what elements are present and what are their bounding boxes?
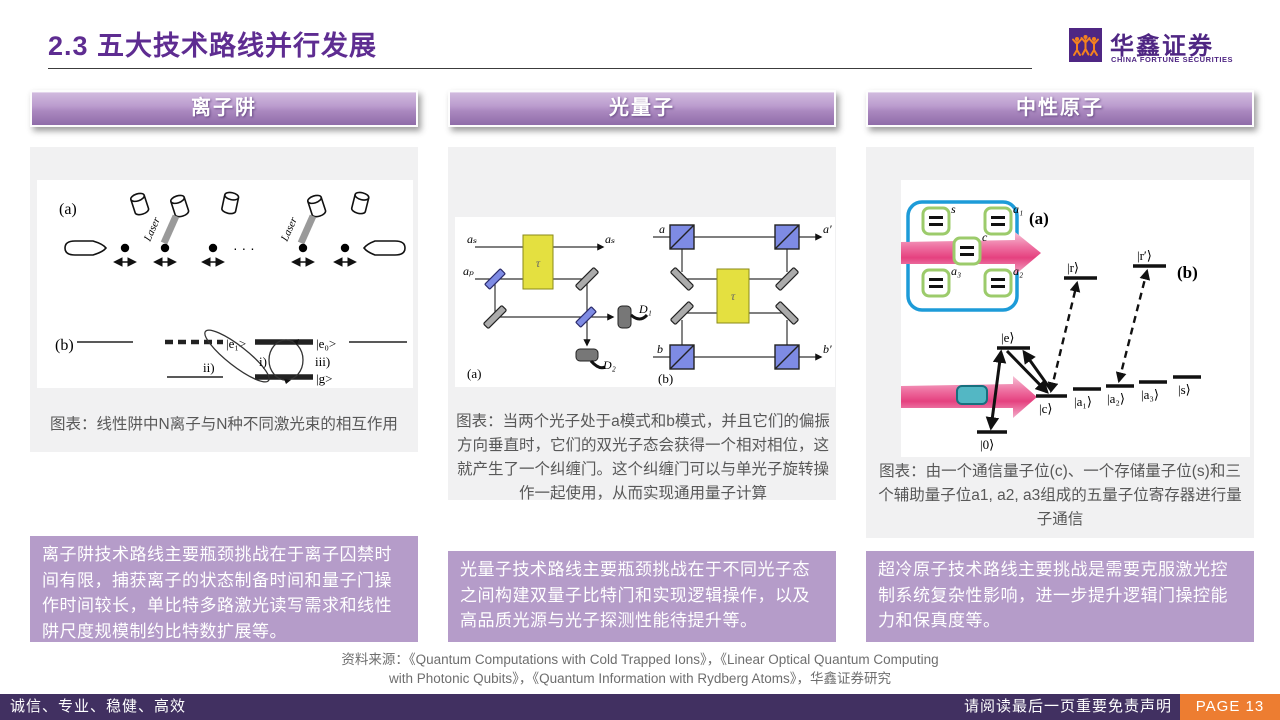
qubit-a3 bbox=[921, 268, 951, 298]
caption-neutral-atom: 图表：由一个通信量子位(c)、一个存储量子位(s)和三个辅助量子位a1, a2,… bbox=[878, 463, 1242, 528]
qubit-a3-label: a₃ bbox=[951, 264, 961, 278]
left-electrode bbox=[64, 240, 108, 256]
mode-b-in: b bbox=[657, 342, 663, 356]
loop-arrowhead bbox=[293, 339, 299, 345]
detector-d1 bbox=[617, 305, 649, 329]
source-line-2: with Photonic Qubits》，《Quantum Informati… bbox=[389, 671, 891, 686]
rydberg-transitions bbox=[1047, 268, 1151, 394]
logo-icon bbox=[1069, 28, 1102, 62]
level-c-label: |c⟩ bbox=[1039, 401, 1052, 416]
laser-label: Laser bbox=[278, 215, 300, 244]
loop-arrowhead bbox=[284, 379, 291, 384]
step-ii-label: ii) bbox=[203, 360, 215, 375]
people-icon bbox=[1072, 35, 1099, 56]
phase-gate-b bbox=[716, 268, 750, 324]
qubit-c bbox=[952, 236, 982, 266]
caption-photonic: 图表：当两个光子处于a模式和b模式，并且它们的偏振方向垂直时，它们的双光子态会获… bbox=[456, 413, 830, 502]
ellipsis-dots: · · · bbox=[233, 240, 255, 256]
atom-cloud bbox=[956, 385, 988, 405]
energy-levels bbox=[977, 264, 1201, 434]
level-rp-label: |r′⟩ bbox=[1137, 248, 1152, 263]
column-header-photonic: 光量子 bbox=[448, 90, 836, 127]
sub-b-label: (b) bbox=[1177, 263, 1198, 282]
energy-levels bbox=[77, 339, 407, 380]
logo-company-name-en: CHINA FORTUNE SECURITIES bbox=[1111, 55, 1234, 64]
d2-label: D₂ bbox=[602, 358, 616, 372]
mode-as-out: aₛ bbox=[605, 232, 615, 246]
tau-label: τ bbox=[731, 289, 736, 303]
title-divider bbox=[48, 68, 1032, 69]
tau-label: τ bbox=[536, 256, 541, 270]
description-neutral-atom: 超冷原子技术路线主要挑战是需要克服激光控制系统复杂性影响，进一步提升逻辑门操控能… bbox=[866, 551, 1254, 642]
level-g-label: |g> bbox=[316, 371, 332, 386]
pbs-cube bbox=[669, 224, 695, 250]
footer-motto: 诚信、专业、稳健、高效 bbox=[10, 698, 187, 715]
right-electrode bbox=[362, 240, 406, 256]
qubit-a1-label: a₁ bbox=[1013, 202, 1023, 216]
description-photonic: 光量子技术路线主要瓶颈挑战在于不同光子态之间构建双量子比特门和实现逻辑操作，以及… bbox=[448, 551, 836, 642]
level-a3-label: |a₃⟩ bbox=[1141, 387, 1159, 402]
ion-chain bbox=[120, 243, 350, 253]
column-header-neutral-atom: 中性原子 bbox=[866, 90, 1254, 127]
ion-trap-figure: (a) Laser Laser · · · bbox=[37, 180, 413, 388]
source-line-1: 资料来源：《Quantum Computations with Cold Tra… bbox=[341, 652, 939, 667]
pbs-cube bbox=[669, 344, 695, 370]
page-title: 2.3 五大技术路线并行发展 bbox=[48, 31, 378, 61]
sub-b-label: (b) bbox=[55, 337, 74, 354]
mode-b-out: b′ bbox=[823, 342, 832, 356]
sub-a-label: (a) bbox=[1029, 209, 1049, 228]
qubit-s bbox=[921, 206, 951, 236]
sub-b-label: (b) bbox=[658, 371, 673, 386]
level-r-label: |r⟩ bbox=[1067, 260, 1079, 275]
logo-company-name: 华鑫证券 bbox=[1110, 33, 1214, 60]
qubit-c-label: c bbox=[982, 230, 988, 244]
mode-a-in: a bbox=[659, 222, 665, 236]
step-i-label: i) bbox=[259, 354, 267, 369]
qubit-a2 bbox=[983, 268, 1013, 298]
source-note: 资料来源：《Quantum Computations with Cold Tra… bbox=[0, 650, 1280, 688]
neutral-atom-figure: s a₁ c a₃ a₂ (a) (b) bbox=[901, 180, 1250, 457]
level-a2-label: |a₂⟩ bbox=[1107, 391, 1125, 406]
laser-beams bbox=[160, 214, 317, 245]
level-a1-label: |a₁⟩ bbox=[1074, 394, 1092, 409]
footer-disclaimer: 请阅读最后一页重要免责声明 bbox=[963, 698, 1172, 715]
qubit-a2-label: a₂ bbox=[1013, 264, 1023, 278]
qubit-a1 bbox=[983, 206, 1013, 236]
photonic-figure: τ aₛ aₛ aₚ D₁ D₂ (a) bbox=[455, 217, 835, 387]
level-e-label: |e⟩ bbox=[1001, 330, 1014, 345]
caption-ion-trap: 图表：线性阱中N离子与N种不同激光束的相互作用 bbox=[50, 416, 398, 433]
phase-gate-a bbox=[522, 234, 554, 290]
step-iii-label: iii) bbox=[315, 354, 330, 369]
sub-a-label: (a) bbox=[467, 366, 481, 381]
sub-a-label: (a) bbox=[59, 201, 77, 218]
mode-a-out: a′ bbox=[823, 222, 832, 236]
mode-ap: aₚ bbox=[463, 264, 474, 278]
d1-label: D₁ bbox=[638, 302, 652, 316]
detector-d2 bbox=[575, 348, 606, 370]
laser-cylinders bbox=[128, 190, 371, 219]
mode-as-in: aₛ bbox=[467, 232, 477, 246]
optical-transitions bbox=[985, 349, 1053, 431]
level-0-label: |0⟩ bbox=[980, 437, 994, 452]
level-e0-label: |e₀> bbox=[316, 336, 336, 351]
column-header-ion-trap: 离子阱 bbox=[30, 90, 418, 127]
description-ion-trap: 离子阱技术路线主要瓶颈挑战在于离子囚禁时间有限，捕获离子的状态制备时间和量子门操… bbox=[30, 536, 418, 642]
laser-label: Laser bbox=[141, 215, 163, 244]
pbs-cube bbox=[774, 344, 800, 370]
qubit-s-label: s bbox=[951, 202, 956, 216]
footer-bar: 诚信、专业、稳健、高效 请阅读最后一页重要免责声明 PAGE 13 bbox=[0, 694, 1280, 720]
page-number: PAGE 13 bbox=[1180, 694, 1280, 720]
level-s-label: |s⟩ bbox=[1178, 382, 1191, 397]
pbs-cube bbox=[774, 224, 800, 250]
